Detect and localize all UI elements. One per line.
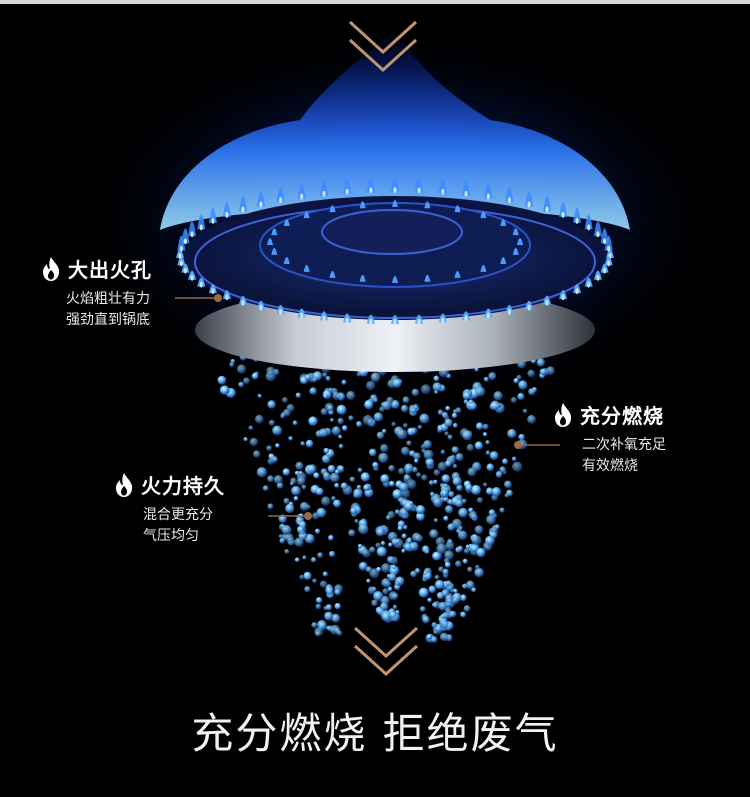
slogan-headline: 充分燃烧 拒绝废气 [191,709,559,758]
feature-desc-line: 有效燃烧 [582,458,638,474]
feature-desc-line: 气压均匀 [143,528,199,544]
callout-connectors [175,294,560,520]
flame-icon [115,472,133,497]
outer-flame-plume [160,30,630,230]
ring-flames [176,177,614,325]
burner-cap [321,209,463,255]
feature-title: 大出火孔 [68,258,152,282]
flame-icon [42,256,60,281]
feature-lasting-fire: 火力持久 混合更充分 气压均匀 [113,470,225,547]
feature-description: 混合更充分 气压均匀 [143,505,225,547]
feature-full-combustion: 充分燃烧 二次补氧充足 有效燃烧 [552,400,666,477]
feature-description: 火焰粗壮有力 强劲直到锅底 [66,289,152,331]
feature-desc-line: 混合更充分 [143,507,213,523]
inner-flames [267,200,523,283]
feature-desc-line: 二次补氧充足 [582,437,666,453]
feature-title: 火力持久 [141,474,225,498]
chevron-down-icon [348,20,418,73]
feature-description: 二次补氧充足 有效燃烧 [582,435,666,477]
feature-title: 充分燃烧 [580,404,664,428]
top-divider [0,0,750,4]
feature-desc-line: 强劲直到锅底 [66,312,150,328]
feature-desc-line: 火焰粗壮有力 [66,291,150,307]
chevron-down-icon [353,626,419,677]
flame-icon [554,402,572,427]
feature-big-fire-holes: 大出火孔 火焰粗壮有力 强劲直到锅底 [40,254,152,331]
